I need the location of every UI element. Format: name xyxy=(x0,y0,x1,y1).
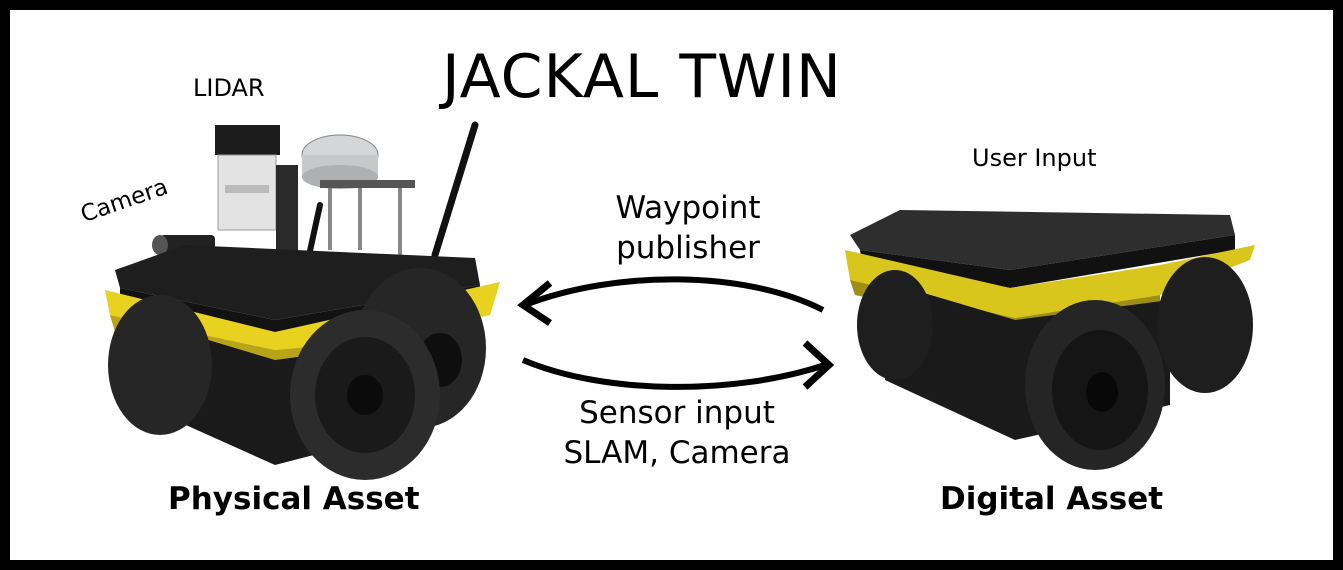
diagram-title: JACKAL TWIN xyxy=(442,42,842,112)
user-input-label: User Input xyxy=(972,144,1097,172)
sensor-input-line: Sensor input xyxy=(579,395,775,431)
arrow-right-icon xyxy=(521,340,835,390)
digital-robot-icon xyxy=(845,210,1255,470)
digital-asset-caption: Digital Asset xyxy=(940,481,1164,517)
lidar-label: LIDAR xyxy=(193,74,265,102)
sensor-input-label: Sensor input SLAM, Camera xyxy=(542,393,812,473)
arrow-left-icon xyxy=(517,276,825,326)
physical-robot-icon xyxy=(105,121,500,480)
publisher-line: publisher xyxy=(616,230,760,266)
slam-camera-line: SLAM, Camera xyxy=(563,435,791,471)
diagram-canvas: JACKAL TWIN xyxy=(10,10,1333,560)
physical-asset-caption: Physical Asset xyxy=(168,481,420,517)
waypoint-line: Waypoint xyxy=(615,190,761,226)
waypoint-publisher-label: Waypoint publisher xyxy=(578,188,798,268)
